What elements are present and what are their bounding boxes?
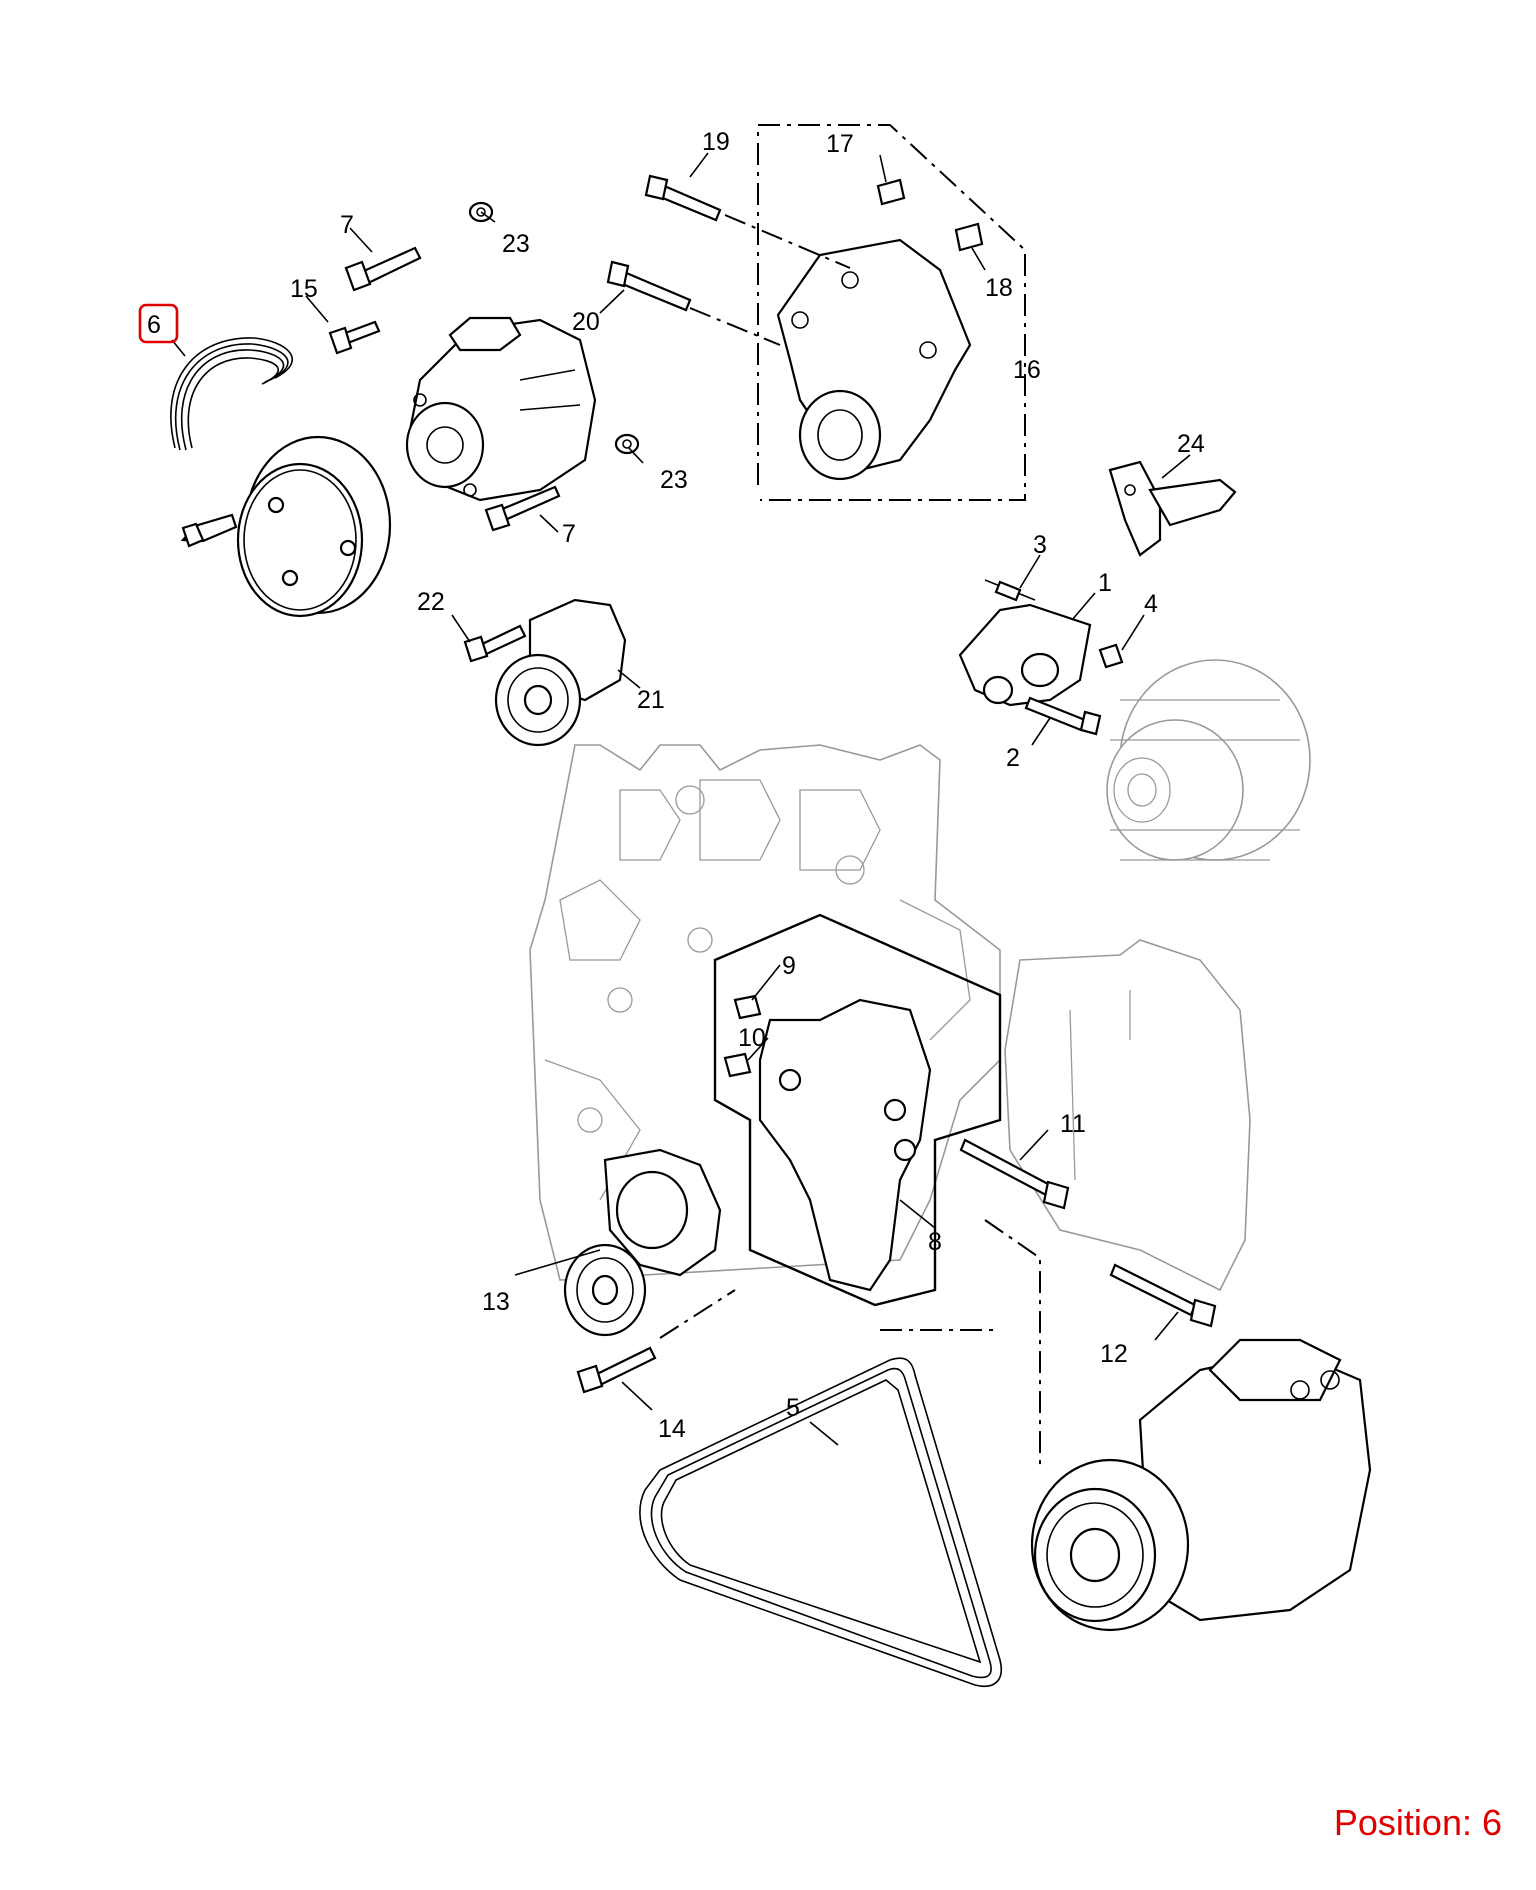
- position-label: Position: 6: [1333, 1802, 1502, 1843]
- support-bracket-16: [776, 238, 972, 481]
- nut-23-lower: [614, 433, 640, 455]
- callout-23-lower[interactable]: 23: [660, 466, 688, 494]
- callout-11[interactable]: 11: [1060, 1110, 1086, 1138]
- bolt-12: [1109, 1263, 1217, 1328]
- callout-2[interactable]: 2: [1006, 744, 1020, 772]
- callout-5[interactable]: 5: [786, 1394, 800, 1422]
- bolt-7-lower: [484, 485, 561, 532]
- alternator-bracket-1: [958, 603, 1092, 707]
- callout-21[interactable]: 21: [637, 686, 665, 714]
- bolt-22: [463, 624, 527, 663]
- callout-24[interactable]: 24: [1177, 430, 1205, 458]
- bolt-19: [644, 174, 722, 222]
- sleeve-18: [954, 222, 984, 252]
- bolt-14: [576, 1346, 657, 1394]
- mounting-bracket-8: [758, 998, 932, 1292]
- callout-15[interactable]: 15: [290, 275, 318, 303]
- callout-14[interactable]: 14: [658, 1415, 686, 1443]
- nut-4: [1098, 643, 1124, 669]
- callout-13[interactable]: 13: [482, 1288, 510, 1316]
- bolt-7-upper: [344, 246, 422, 292]
- power-steering-pump: [405, 316, 597, 502]
- callout-17[interactable]: 17: [826, 130, 854, 158]
- tensioner-21: [494, 598, 627, 747]
- leader-lines: [171, 152, 1191, 1446]
- callout-23-upper[interactable]: 23: [502, 230, 530, 258]
- alternator: [1106, 659, 1311, 861]
- group-16-boundary: [757, 124, 1026, 501]
- heat-shield: [1004, 939, 1251, 1292]
- sleeve-17: [876, 178, 906, 206]
- callout-19[interactable]: 19: [702, 128, 730, 156]
- callout-6-highlight: [138, 303, 179, 344]
- callout-3[interactable]: 3: [1033, 531, 1047, 559]
- group-8-boundary: [713, 913, 1002, 1307]
- callout-20[interactable]: 20: [572, 308, 600, 336]
- callout-18[interactable]: 18: [985, 274, 1013, 302]
- callout-22[interactable]: 22: [417, 588, 445, 616]
- bolt-2: [1024, 696, 1102, 736]
- drive-belt-main: [639, 1357, 1002, 1687]
- ac-compressor: [1030, 1338, 1372, 1632]
- callout-1[interactable]: 1: [1098, 569, 1112, 597]
- tensioner-13: [563, 1148, 722, 1337]
- bracket-24: [1108, 460, 1237, 557]
- sleeve-9: [733, 994, 762, 1020]
- drive-belt-small: [170, 337, 294, 451]
- callout-10[interactable]: 10: [738, 1024, 766, 1052]
- callout-7-lower[interactable]: 7: [562, 520, 576, 548]
- callout-labels: 6 7 7 15 23 23 19 20 17 18 16 24 3 1 4 2…: [138, 128, 1205, 1443]
- callout-12[interactable]: 12: [1100, 1340, 1128, 1368]
- stud-3: [984, 579, 1036, 602]
- callout-4[interactable]: 4: [1144, 590, 1158, 618]
- callout-6[interactable]: 6: [147, 311, 161, 339]
- callout-7-upper[interactable]: 7: [340, 211, 354, 239]
- bolt-20: [606, 260, 692, 312]
- callout-9[interactable]: 9: [782, 952, 796, 980]
- callout-8[interactable]: 8: [928, 1228, 942, 1256]
- callout-16[interactable]: 16: [1013, 356, 1041, 384]
- engine-block: [529, 744, 1001, 1281]
- pulley-bolt: [180, 513, 238, 548]
- sleeve-10: [723, 1052, 752, 1078]
- crank-pulley: [236, 435, 392, 618]
- bolt-11: [959, 1138, 1070, 1210]
- bolt-15: [328, 320, 381, 355]
